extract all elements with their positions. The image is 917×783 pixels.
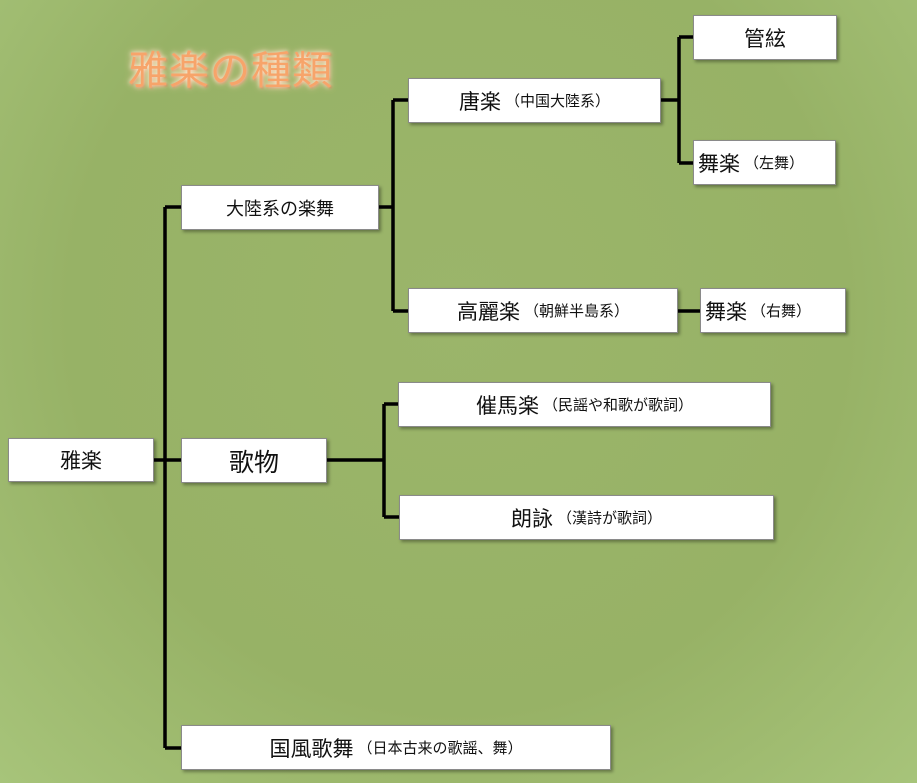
node-label: 管絃 — [744, 26, 786, 51]
node-label: 唐楽 — [458, 89, 501, 114]
connector-togaku — [661, 35, 693, 165]
diagram-title: 雅楽の種類 — [128, 48, 333, 94]
node-saibara: 催馬楽 （民謡や和歌が歌詞） — [398, 382, 771, 427]
node-label: 催馬楽 — [475, 393, 539, 418]
node-tairiku: 大陸系の楽舞 — [181, 185, 379, 230]
node-label: 朗詠 — [510, 506, 553, 531]
node-label: 舞楽 — [698, 151, 740, 176]
node-note: （漢詩が歌詞） — [556, 509, 662, 527]
node-note: （朝鮮半島系） — [523, 302, 629, 320]
node-note: （右舞） — [751, 302, 812, 320]
node-label: 舞楽 — [705, 299, 747, 324]
connector-utamono — [327, 402, 399, 519]
node-note: （日本古来の歌謡、舞） — [357, 739, 523, 757]
connector-tairiku — [379, 98, 408, 313]
node-label: 雅楽 — [60, 449, 102, 473]
node-label: 歌物 — [228, 447, 279, 477]
node-roei: 朗詠 （漢詩が歌詞） — [399, 495, 774, 540]
node-kangen: 管絃 — [693, 15, 837, 60]
connector-root — [154, 205, 181, 750]
node-note: （民謡や和歌が歌詞） — [542, 396, 693, 414]
node-togaku: 唐楽 （中国大陸系） — [408, 78, 661, 123]
node-bugaku-right: 舞楽 （右舞） — [700, 288, 846, 333]
node-utamono: 歌物 — [181, 438, 327, 483]
node-note: （中国大陸系） — [504, 92, 610, 110]
node-label: 高麗楽 — [456, 299, 520, 324]
node-note: （左舞） — [744, 154, 805, 172]
node-bugaku-left: 舞楽 （左舞） — [693, 140, 836, 185]
node-gagaku: 雅楽 — [8, 438, 154, 482]
node-kuniburi: 国風歌舞 （日本古来の歌謡、舞） — [181, 725, 611, 770]
node-label: 国風歌舞 — [269, 736, 354, 761]
node-label: 大陸系の楽舞 — [226, 198, 334, 220]
node-komagaku: 高麗楽 （朝鮮半島系） — [408, 288, 678, 333]
